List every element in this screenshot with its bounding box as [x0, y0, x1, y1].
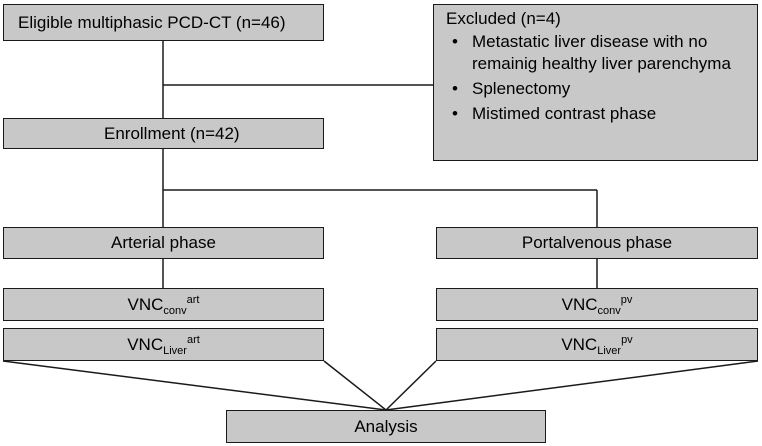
connector-left-diagonal-a [2, 360, 387, 411]
excluded-list: Metastatic liver disease with no remaini… [446, 31, 747, 125]
vnc-conv-pv-label: VNCconvpv [561, 293, 633, 317]
vnc-liver-pv-box: VNCLiverpv [436, 328, 758, 361]
connector-right-diagonal-a [385, 360, 437, 411]
enrollment-label: Enrollment (n=42) [104, 123, 240, 143]
excluded-item: Mistimed contrast phase [452, 103, 747, 125]
vnc-liver-art-label: VNCLiverart [127, 333, 200, 357]
vnc-conv-art-box: VNCconvart [3, 288, 324, 321]
excluded-item: Metastatic liver disease with no remaini… [452, 31, 747, 75]
arterial-phase-box: Arterial phase [3, 227, 324, 259]
analysis-box: Analysis [226, 410, 546, 443]
arterial-phase-label: Arterial phase [111, 233, 216, 252]
vnc-conv-art-label: VNCconvart [127, 293, 200, 317]
enrollment-box: Enrollment (n=42) [3, 118, 324, 149]
portalvenous-phase-label: Portalvenous phase [521, 233, 673, 252]
connector-right-diagonal-b [385, 360, 759, 411]
vnc-conv-pv-box: VNCconvpv [436, 288, 758, 321]
vnc-liver-pv-label: VNCLiverpv [561, 333, 633, 357]
analysis-label: Analysis [354, 416, 418, 436]
vnc-liver-art-box: VNCLiverart [3, 328, 324, 361]
excluded-title: Excluded (n=4) [446, 9, 561, 28]
connector-left-diagonal-b [323, 360, 387, 411]
excluded-item: Splenectomy [452, 78, 747, 100]
eligible-label: Eligible multiphasic PCD-CT (n=46) [18, 12, 286, 32]
portalvenous-phase-box: Portalvenous phase [436, 227, 758, 259]
eligible-box: Eligible multiphasic PCD-CT (n=46) [3, 4, 324, 41]
excluded-box: Excluded (n=4) Metastatic liver disease … [433, 4, 758, 161]
